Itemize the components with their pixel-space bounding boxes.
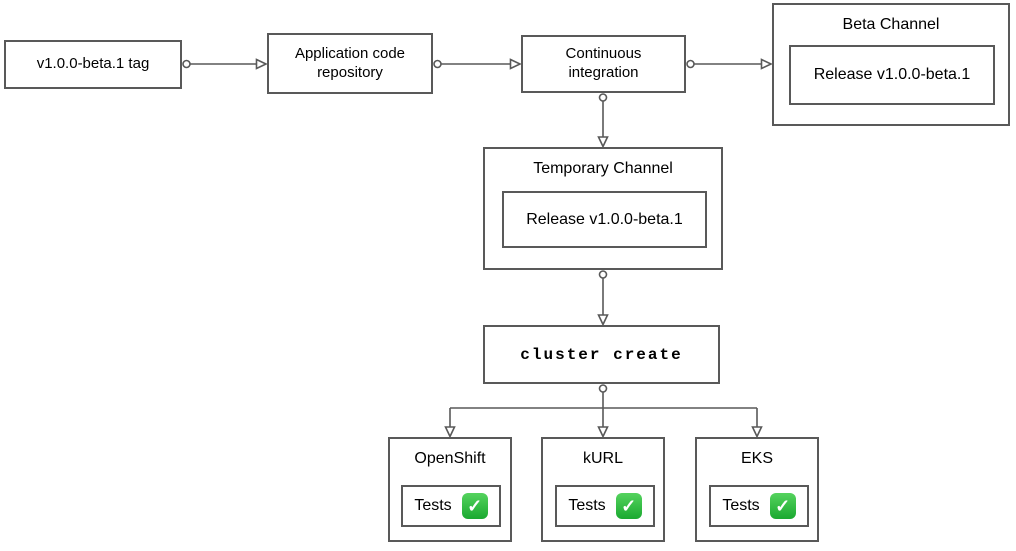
check-mark-icon: ✓: [615, 493, 642, 519]
arrowhead-icon: [760, 58, 773, 70]
beta-channel-release-label: Release v1.0.0-beta.1: [813, 66, 971, 83]
node-version-tag-label: v1.0.0-beta.1 tag: [36, 55, 150, 73]
arrowhead-icon: [509, 58, 522, 70]
beta-channel-release-box: Release v1.0.0-beta.1: [789, 45, 995, 105]
node-app-code-repository: Application code repository: [267, 33, 433, 94]
node-version-tag: v1.0.0-beta.1 tag: [4, 40, 182, 89]
arrowhead-icon: [255, 58, 268, 70]
kurl-title: kURL: [582, 450, 623, 467]
arrowhead-icon: [597, 314, 609, 327]
eks-tests-box: Tests ✓: [709, 485, 809, 527]
temporary-channel-title: Temporary Channel: [533, 160, 673, 177]
arrowhead-icon: [597, 426, 609, 439]
openshift-tests-label: Tests: [414, 497, 452, 514]
edge-source-dot: [598, 93, 608, 102]
check-mark-icon: ✓: [461, 493, 488, 519]
edge-ci-to-temp-channel: [597, 93, 609, 149]
edge-source-dot: [182, 59, 191, 69]
node-continuous-integration-label: Continuous integration: [565, 45, 642, 81]
node-kurl: kURL Tests ✓: [541, 437, 665, 542]
openshift-tests-box: Tests ✓: [401, 485, 501, 527]
node-openshift: OpenShift Tests ✓: [388, 437, 512, 542]
check-mark-icon: ✓: [769, 493, 796, 519]
node-temporary-channel: Temporary Channel Release v1.0.0-beta.1: [483, 147, 723, 270]
node-continuous-integration: Continuous integration: [521, 35, 686, 93]
arrowhead-icon: [751, 426, 763, 439]
edge-app-repo-to-ci: [433, 58, 522, 70]
edge-temp-channel-to-cluster-create: [597, 270, 609, 327]
arrowhead-icon: [444, 426, 456, 439]
edge-cluster-create-to-clusters: [444, 384, 763, 439]
eks-title: EKS: [740, 450, 773, 467]
temporary-channel-release-label: Release v1.0.0-beta.1: [526, 210, 683, 228]
openshift-title: OpenShift: [414, 450, 486, 467]
eks-tests-label: Tests: [722, 497, 760, 514]
node-app-code-repository-label: Application code repository: [294, 44, 406, 81]
kurl-tests-box: Tests ✓: [555, 485, 655, 527]
edge-source-dot: [433, 59, 442, 69]
node-cluster-create: cluster create: [483, 325, 720, 384]
beta-channel-title: Beta Channel: [842, 16, 940, 33]
node-eks: EKS Tests ✓: [695, 437, 819, 542]
edge-source-dot: [686, 59, 695, 69]
edge-tag-to-app-repo: [182, 58, 268, 70]
kurl-tests-label: Tests: [568, 497, 606, 514]
edge-source-dot: [598, 384, 608, 393]
arrowhead-icon: [597, 136, 609, 149]
cluster-create-label: cluster create: [520, 345, 683, 364]
node-beta-channel: Beta Channel Release v1.0.0-beta.1: [772, 3, 1010, 126]
edge-ci-to-beta-channel: [686, 58, 773, 70]
edge-source-dot: [598, 270, 608, 279]
temporary-channel-release-box: Release v1.0.0-beta.1: [502, 191, 707, 248]
